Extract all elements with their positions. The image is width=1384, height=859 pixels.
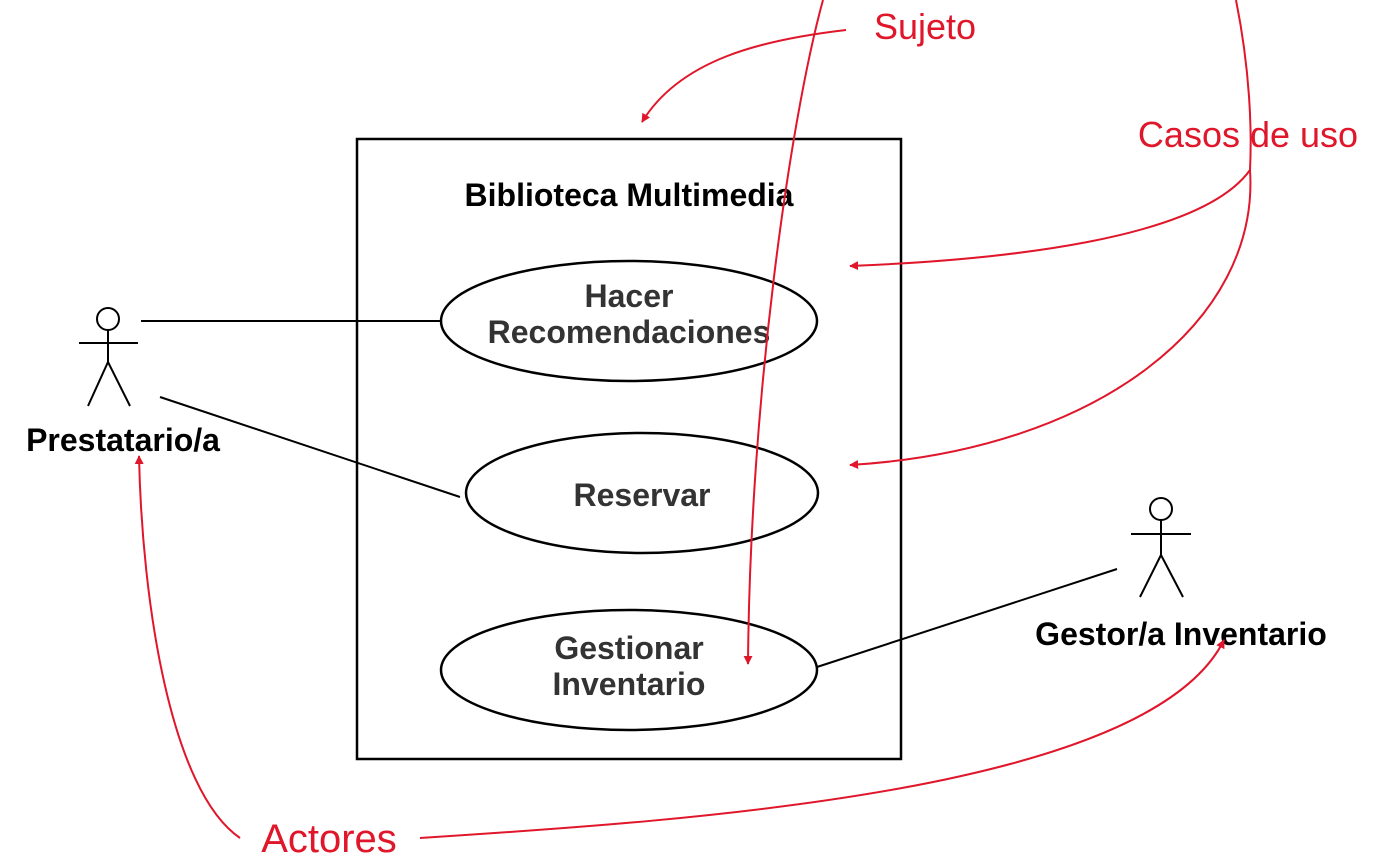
use-case-label: Recomendaciones: [488, 314, 771, 350]
association-gestor-inventario: [816, 568, 1118, 668]
casos-arrow-to-recomendaciones: [849, 169, 1251, 271]
association-prestatario-reservar: [159, 396, 461, 498]
actor-gestor: [1131, 497, 1191, 598]
casos-arrow-to-reservar: [849, 169, 1252, 470]
actor-prestatario: [79, 307, 138, 407]
actor-leg: [1139, 554, 1162, 598]
use-case-label: Hacer: [585, 278, 674, 314]
actor-label-gestor: Gestor/a Inventario: [1035, 616, 1327, 652]
use-case-gestionar-inventario: Gestionar Inventario: [439, 608, 819, 732]
annotation-actores: Actores: [261, 817, 397, 859]
system-boundary: [355, 137, 903, 761]
use-case-reservar: Reservar: [464, 431, 820, 555]
actor-leg: [87, 361, 109, 407]
actores-arrow-to-gestor: [419, 639, 1225, 839]
sujeto-arrow-to-gestionar: [743, 0, 824, 665]
actor-label-prestatario: Prestatario/a: [26, 422, 220, 458]
casos-trunk-line: [1235, 0, 1252, 171]
use-case-label: Inventario: [553, 666, 706, 702]
use-case-label: Reservar: [574, 477, 711, 513]
system-title: Biblioteca Multimedia: [465, 177, 794, 213]
actor-leg: [107, 361, 131, 407]
actor-head: [1149, 497, 1173, 521]
sujeto-arrow-to-boundary: [641, 29, 847, 123]
annotation-casos-de-uso: Casos de uso: [1138, 114, 1358, 155]
actor-leg: [1160, 554, 1184, 598]
annotation-sujeto: Sujeto: [874, 6, 976, 47]
use-case-label: Gestionar: [554, 630, 703, 666]
actores-arrow-to-prestatario: [134, 455, 241, 839]
actor-head: [96, 307, 120, 331]
use-case-hacer-recomendaciones: Hacer Recomendaciones: [439, 259, 819, 383]
